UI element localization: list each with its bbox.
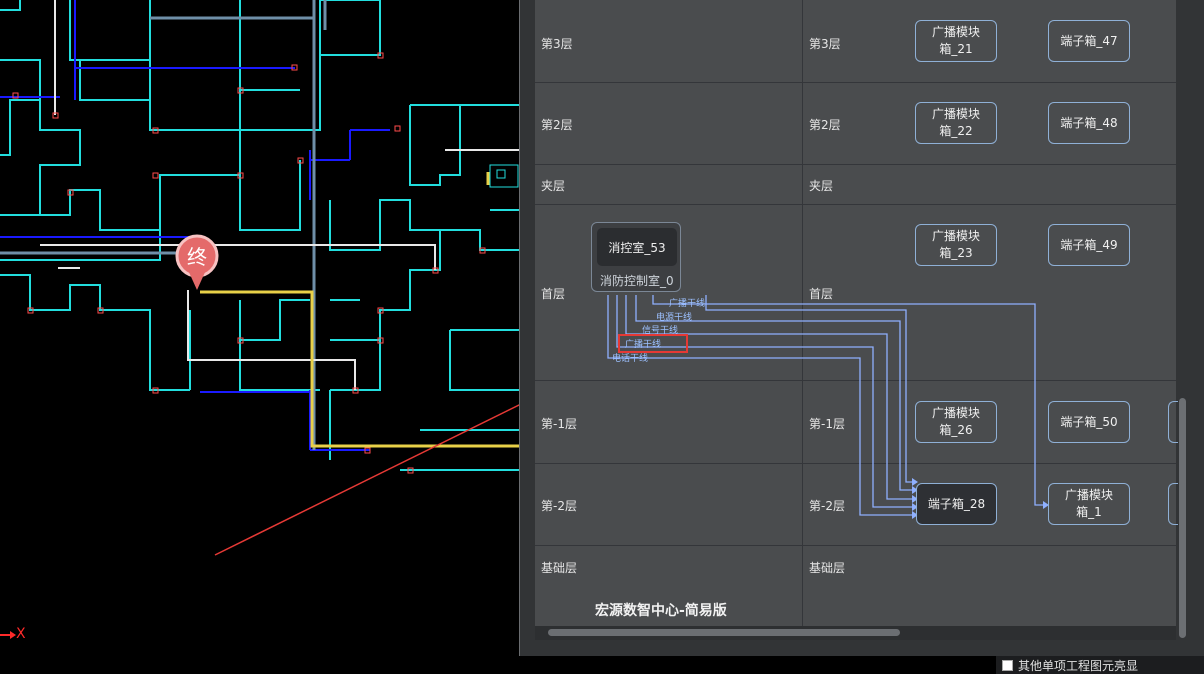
wire-label: 信号干线 [642,326,679,336]
horizontal-scrollbar[interactable] [548,629,900,636]
room-inner-label: 消控室_53 [597,228,677,266]
node-broadcast-1[interactable]: 广播模块 箱_1 [1048,483,1130,525]
vertical-scrollbar[interactable] [1179,398,1186,638]
floor-row-foundation: 基础层 基础层 [535,546,1176,626]
highlight-box [618,334,688,353]
wire-label: 广播干线 [669,299,706,309]
floor-row-b2: 第-2层 第-2层 [535,464,1176,546]
floor-label-right: 第-2层 [809,499,845,513]
node-broadcast-22[interactable]: 广播模块 箱_22 [915,102,997,144]
floor-label-right: 首层 [809,287,834,301]
diagram-title: 宏源数智中心-简易版 [595,603,727,619]
node-clipped-edge[interactable] [1168,401,1178,443]
floor-label-left: 夹层 [541,179,566,193]
floor-row-1: 首层 首层 [535,205,1176,381]
highlight-checkbox-label[interactable]: 其他单项工程图元亮显 [1018,658,1139,673]
floor-label-right: 夹层 [809,179,834,193]
x-axis-label: X [16,626,26,642]
floor-row-3: 第3层 第3层 [535,0,1176,83]
floor-label-right: 第-1层 [809,417,845,431]
status-bar: 其他单项工程图元亮显 [996,656,1204,674]
fire-control-room[interactable]: 消控室_53 消防控制室_0 [591,222,681,292]
floor-row-mezz: 夹层 夹层 [535,165,1176,205]
wire-label-selected[interactable]: 广播干线 [625,340,662,350]
floor-label-left: 第2层 [541,118,573,132]
floor-label-left: 第-1层 [541,417,577,431]
node-terminal-28[interactable]: 端子箱_28 [916,483,997,525]
node-terminal-50[interactable]: 端子箱_50 [1048,401,1130,443]
node-terminal-49[interactable]: 端子箱_49 [1048,224,1130,266]
floor-row-b1: 第-1层 第-1层 [535,381,1176,464]
floor-label-right: 第2层 [809,118,841,132]
node-broadcast-26[interactable]: 广播模块 箱_26 [915,401,997,443]
wire-label: 电源干线 [656,313,693,323]
wire-label: 电话干线 [612,354,649,364]
floor-label-right: 第3层 [809,37,841,51]
node-broadcast-23[interactable]: 广播模块 箱_23 [915,224,997,266]
floor-grid: 第3层 第3层 第2层 第2层 夹层 夹层 首层 首层 第-1层 第-1层 第-… [535,0,1176,626]
node-terminal-48[interactable]: 端子箱_48 [1048,102,1130,144]
column-divider [802,0,803,626]
floor-label-left: 基础层 [541,561,578,575]
highlight-checkbox[interactable] [1002,659,1013,671]
node-terminal-47[interactable]: 端子箱_47 [1048,20,1130,62]
node-clipped-edge[interactable] [1168,483,1178,525]
floor-label-left: 首层 [541,287,566,301]
room-name: 消防控制室_0 [600,274,674,288]
floor-label-right: 基础层 [809,561,846,575]
marker-glyph: 终 [187,245,207,269]
floor-label-left: 第3层 [541,37,573,51]
location-marker-icon[interactable] [175,234,219,290]
floor-row-2: 第2层 第2层 [535,83,1176,165]
node-broadcast-21[interactable]: 广播模块 箱_21 [915,20,997,62]
floor-label-left: 第-2层 [541,499,577,513]
